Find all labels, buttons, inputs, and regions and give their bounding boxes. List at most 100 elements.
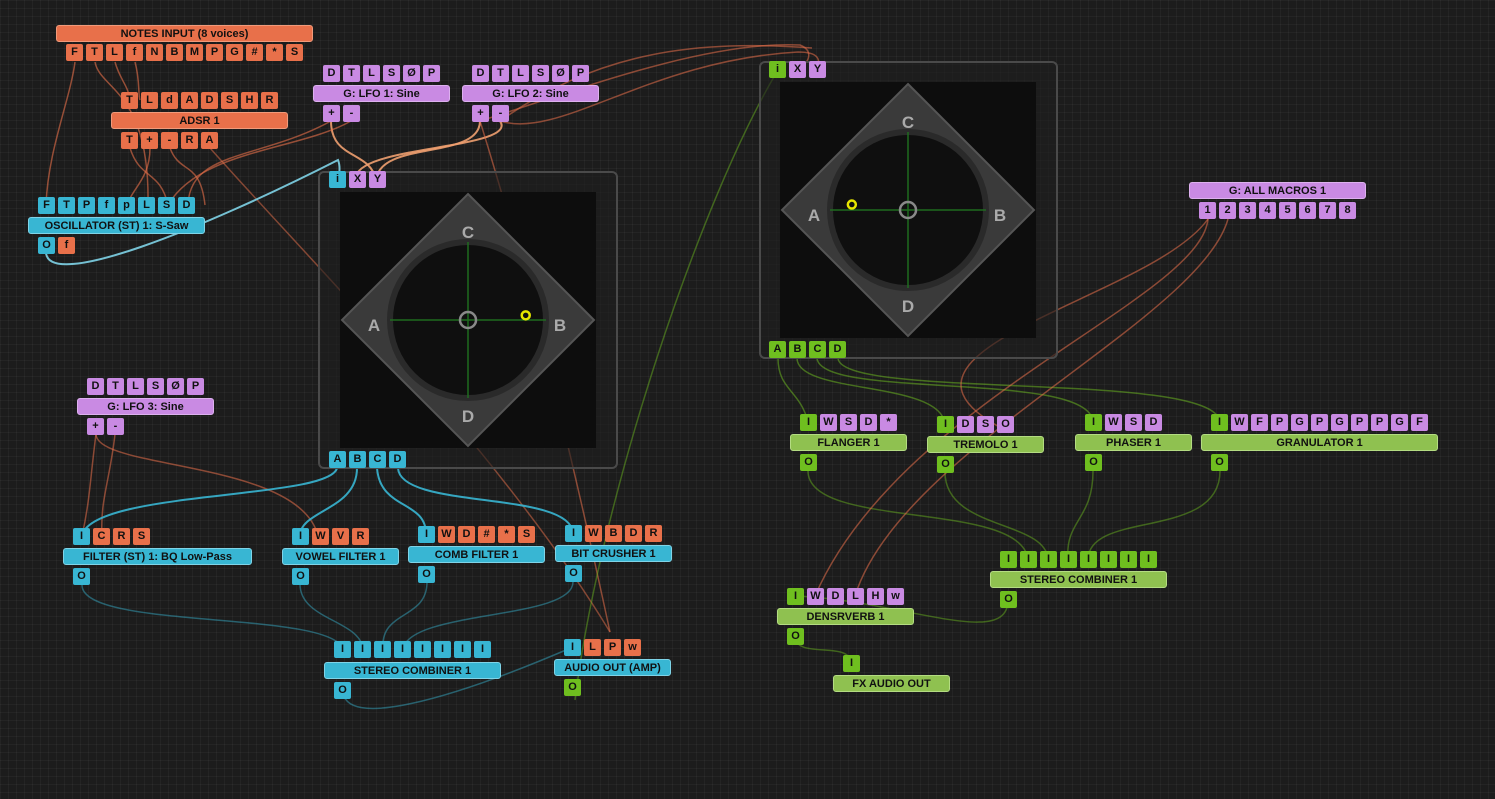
port[interactable]: T [58,197,75,214]
port[interactable]: d [161,92,178,109]
port-P[interactable]: P [1371,414,1388,431]
node-title[interactable]: FLANGER 1 [790,434,907,451]
port[interactable]: M [186,44,203,61]
patch-cable[interactable] [376,467,427,535]
node-title[interactable]: NOTES INPUT (8 voices) [56,25,313,42]
port-Y[interactable]: Y [809,61,826,78]
port-D[interactable]: D [957,416,974,433]
port[interactable]: 6 [1299,202,1316,219]
port-I[interactable]: I [292,528,309,545]
port[interactable]: S [158,197,175,214]
port-X[interactable]: X [789,61,806,78]
port[interactable]: f [126,44,143,61]
input-ports[interactable]: I W S D [1085,414,1162,431]
input-ports[interactable]: I W V R [292,528,369,545]
port[interactable]: I [843,655,860,672]
port[interactable]: + [141,132,158,149]
port-W[interactable]: W [820,414,837,431]
port[interactable]: O [1085,454,1102,471]
node-title[interactable]: ADSR 1 [111,112,288,129]
node-title[interactable]: G: LFO 2: Sine [462,85,599,102]
node-title[interactable]: G: ALL MACROS 1 [1189,182,1366,199]
port-D[interactable]: D [860,414,877,431]
port-C[interactable]: C [93,528,110,545]
port[interactable]: 2 [1219,202,1236,219]
node-title[interactable]: FILTER (ST) 1: BQ Low-Pass [63,548,252,565]
patch-cable[interactable] [397,467,574,534]
patch-cable[interactable] [45,61,76,206]
port-P[interactable]: P [604,639,621,656]
port-P[interactable]: P [1271,414,1288,431]
input-ports[interactable]: I W F P G P G P P G F [1211,414,1428,431]
port[interactable]: O [1000,591,1017,608]
port[interactable]: Ø [167,378,184,395]
port[interactable]: D [472,65,489,82]
port-V[interactable]: V [332,528,349,545]
port-I[interactable]: I [565,525,582,542]
port-W[interactable]: W [1231,414,1248,431]
port[interactable]: P [572,65,589,82]
node-title[interactable]: PHASER 1 [1075,434,1192,451]
port[interactable]: O [418,566,435,583]
patch-cable[interactable] [81,467,338,537]
output-ports[interactable]: O [292,568,309,585]
port[interactable]: D [323,65,340,82]
output-ports[interactable]: +- [323,105,360,122]
port-I[interactable]: I [564,639,581,656]
port[interactable]: + [323,105,340,122]
port[interactable]: S [221,92,238,109]
port[interactable]: * [266,44,283,61]
port[interactable]: - [343,105,360,122]
port-R[interactable]: R [645,525,662,542]
port[interactable]: A [201,132,218,149]
port[interactable]: T [492,65,509,82]
port[interactable]: - [107,418,124,435]
port[interactable]: 5 [1279,202,1296,219]
patch-cable[interactable] [807,470,1029,560]
port-i[interactable]: i [769,61,786,78]
port[interactable]: O [565,565,582,582]
port[interactable]: S [383,65,400,82]
port[interactable]: I [1140,551,1157,568]
output-ports[interactable]: +- [87,418,124,435]
port-S[interactable]: S [518,526,535,543]
input-ports[interactable]: I D S O [937,416,1014,433]
port[interactable]: A [329,451,346,468]
port[interactable]: 8 [1339,202,1356,219]
port[interactable]: I [334,641,351,658]
port[interactable]: L [106,44,123,61]
input-ports[interactable]: I [843,655,860,672]
port[interactable]: D [178,197,195,214]
node-title[interactable]: TREMOLO 1 [927,436,1044,453]
port[interactable]: T [86,44,103,61]
node-title[interactable]: STEREO COMBINER 1 [324,662,501,679]
input-ports[interactable]: I W S D * [800,414,897,431]
port[interactable]: I [354,641,371,658]
port[interactable]: O [800,454,817,471]
pad-cursor[interactable] [846,199,858,210]
port[interactable]: I [1100,551,1117,568]
port[interactable]: P [78,197,95,214]
input-ports[interactable]: I W D L H w [787,588,904,605]
port-S[interactable]: S [840,414,857,431]
port[interactable]: 4 [1259,202,1276,219]
input-ports[interactable]: i X Y [329,171,386,188]
port[interactable]: S [147,378,164,395]
port[interactable]: A [181,92,198,109]
port[interactable]: 1 [1199,202,1216,219]
port[interactable]: O [73,568,90,585]
port-S[interactable]: S [133,528,150,545]
port[interactable]: F [38,197,55,214]
output-ports[interactable]: O [334,682,351,699]
patch-cable[interactable] [81,433,97,537]
port[interactable]: D [389,451,406,468]
input-ports[interactable]: I W D # * S [418,526,535,543]
patch-cable[interactable] [100,433,116,537]
port-star[interactable]: * [498,526,515,543]
port-I[interactable]: I [73,528,90,545]
